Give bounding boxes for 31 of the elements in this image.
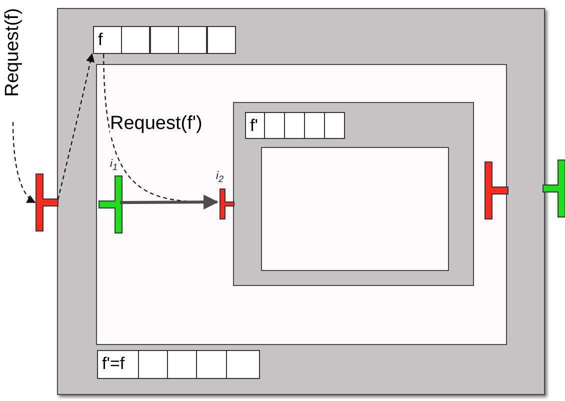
queue-cell — [138, 350, 168, 379]
queue-cell — [324, 112, 345, 139]
t-connector — [36, 174, 58, 231]
queue-cell — [167, 350, 197, 379]
queue-cell — [226, 350, 260, 379]
queue-cell — [264, 112, 285, 139]
port-label: i$_{2}$ — [216, 170, 224, 184]
queue-cell: f' — [245, 112, 265, 139]
queue-cell: f'=f — [97, 350, 139, 379]
edge-label: Request(f) — [2, 8, 24, 97]
arrow — [120, 194, 218, 210]
component-box — [96, 64, 507, 345]
t-connector — [99, 176, 122, 233]
component-box — [57, 8, 545, 395]
t-connector — [220, 189, 234, 219]
port-label: i$_{1}$ — [110, 158, 118, 172]
t-connector — [485, 162, 508, 219]
queue-cell — [150, 26, 179, 54]
edge-label: Request(f') — [110, 113, 202, 135]
component-box — [261, 147, 449, 271]
queue-cell — [196, 350, 227, 379]
queue-cell — [304, 112, 325, 139]
queue-cell — [178, 26, 207, 54]
arrow — [57, 53, 95, 200]
queue-cell: f — [93, 26, 122, 54]
component-box — [233, 102, 474, 286]
queue-cell — [284, 112, 305, 139]
queue-cell — [207, 26, 236, 54]
arrow — [12, 122, 36, 203]
queue-cell — [121, 26, 150, 54]
t-connector — [543, 160, 565, 217]
